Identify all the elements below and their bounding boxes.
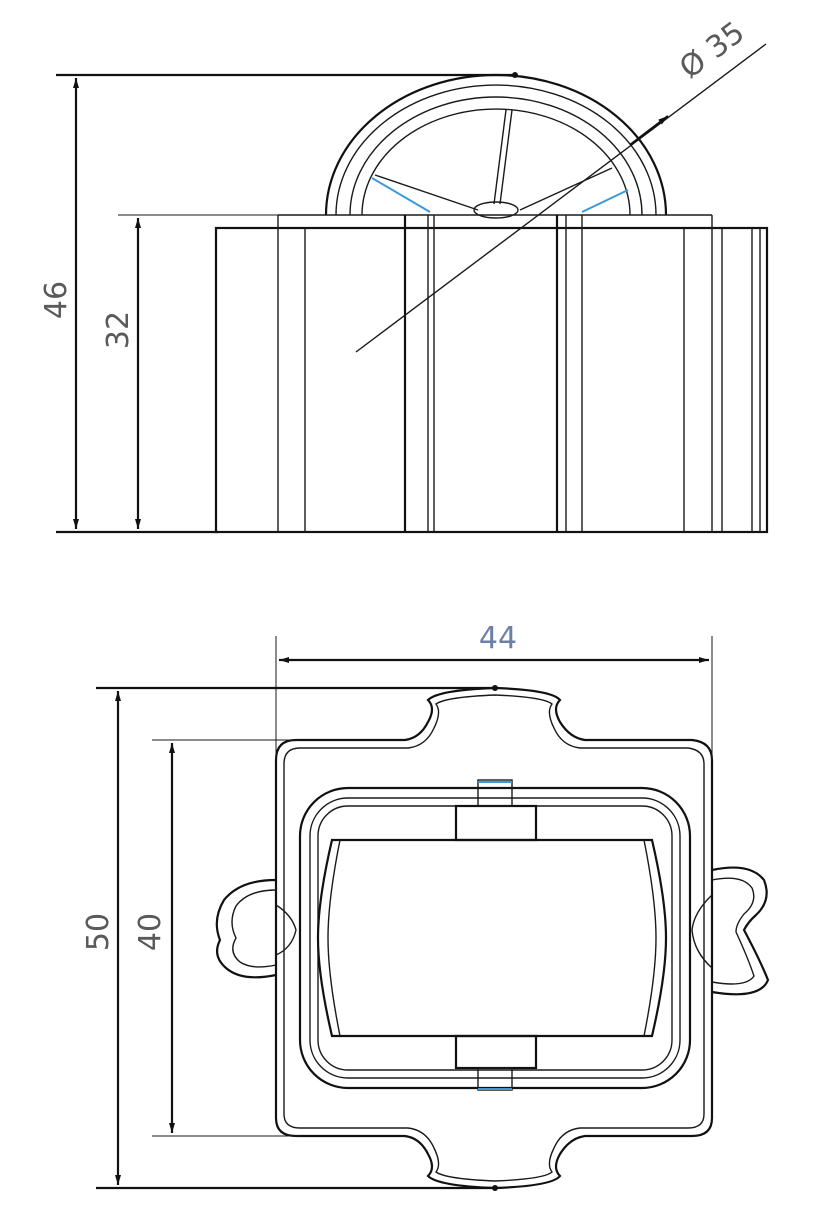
dimension-46-label: 46 [39,281,74,319]
side-view: 46 32 Ø 35 [39,15,769,534]
inner-frame [298,786,692,1090]
dimension-diameter-label: Ø 35 [673,15,751,86]
right-clip [691,866,770,996]
dimension-50-label: 50 [81,913,116,951]
dimension-wheel-diameter: Ø 35 [355,15,767,353]
dimension-outer-length: 50 [81,685,498,1191]
top-view: 44 50 40 [81,621,770,1191]
body [214,214,769,534]
dimension-inner-length: 40 [133,739,300,1137]
wheel-top [316,779,668,1091]
dimension-40-label: 40 [133,913,168,951]
wheel [324,73,668,219]
outer-plate [274,686,714,1190]
dimension-44-label: 44 [479,621,517,656]
dimension-overall-height: 46 [39,72,518,534]
left-clip [215,878,297,979]
dimension-width: 44 [275,621,713,760]
dimension-32-label: 32 [101,311,136,349]
dimension-body-height: 32 [101,214,280,529]
